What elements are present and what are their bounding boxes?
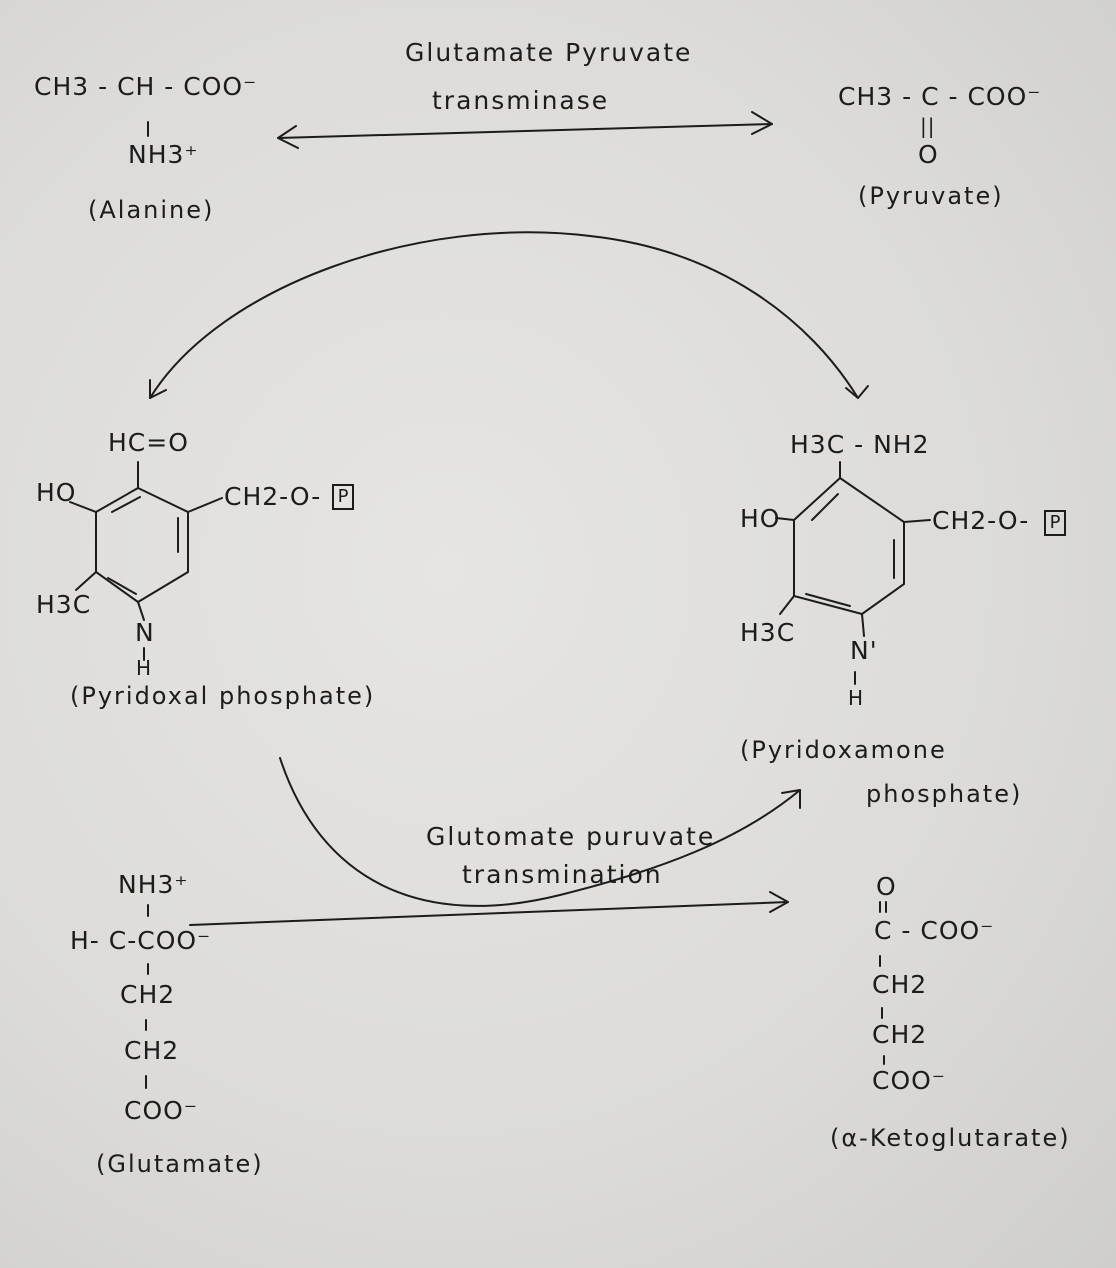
pyridoxamine-methyl: H3C (740, 618, 796, 647)
top-arrowhead-left (277, 125, 299, 149)
pyridoxamine-side-chain: CH2-O- (932, 506, 1030, 535)
pyridoxamine-amine: H3C - NH2 (790, 430, 930, 459)
top-enzyme-line1: Glutamate Pyruvate (405, 38, 693, 67)
pyridoxal-methyl: H3C (36, 590, 92, 619)
glutamate-amine: NH3⁺ (118, 870, 189, 899)
ketoglutarate-ch2-a: CH2 (872, 970, 928, 999)
glutamate-alpha-carbon: H- C-COO⁻ (70, 926, 212, 955)
pyridoxamine-hydrogen: H (848, 686, 865, 710)
pyridoxal-aldehyde: HC=O (108, 428, 189, 457)
alanine-formula: CH3 - CH - COO⁻ (34, 72, 258, 101)
bottom-reaction-arrow (189, 901, 789, 926)
alanine-amine: NH3⁺ (128, 140, 199, 169)
pyruvate-carbonyl-bond: || (920, 114, 936, 138)
glutamate-ch2-b: CH2 (124, 1036, 180, 1065)
pyridoxamine-hydroxyl: HO (740, 504, 781, 533)
curve-alanine-to-pyridoxal (149, 231, 591, 399)
pyridoxamine-ring (793, 476, 905, 616)
top-enzyme-line2: transminase (432, 86, 610, 115)
pyruvate-oxygen: O (918, 140, 939, 169)
glutamate-name: (Glutamate) (96, 1150, 264, 1178)
pyridoxamine-phosphate-box: P (1044, 510, 1066, 536)
pyridoxamine-nitrogen: N' (850, 636, 878, 665)
ketoglutarate-name: (α-Ketoglutarate) (830, 1124, 1071, 1152)
top-reaction-arrow (277, 123, 773, 139)
pyridoxal-side-chain: CH2-O- (224, 482, 322, 511)
ketoglutarate-oxygen: O (876, 872, 897, 901)
curve-arrowhead-left (149, 379, 167, 399)
pyridoxal-name: (Pyridoxal phosphate) (70, 682, 376, 710)
bottom-arrowhead (769, 891, 789, 913)
curve-to-pyridoxamine (589, 235, 859, 399)
pyruvate-formula: CH3 - C - COO⁻ (838, 82, 1042, 111)
pyridoxal-hydroxyl: HO (36, 478, 77, 507)
curve-bottom-arrowhead (781, 789, 801, 809)
bottom-enzyme-line1: Glutomate puruvate (426, 822, 716, 851)
pyridoxamine-name-line1: (Pyridoxamone (740, 736, 947, 764)
curve-bottom-transamination (279, 757, 801, 907)
alanine-name: (Alanine) (88, 196, 215, 224)
top-arrowhead-right (751, 111, 773, 135)
ketoglutarate-keto: C - COO⁻ (874, 916, 995, 945)
ketoglutarate-ch2-b: CH2 (872, 1020, 928, 1049)
pyridoxamine-name-line2: phosphate) (866, 780, 1023, 808)
ketoglutarate-carboxyl: COO⁻ (872, 1066, 947, 1095)
pyridoxal-phosphate-box: P (332, 484, 354, 510)
curve-arrowhead-right (845, 385, 869, 399)
pyridoxal-nitrogen: N (135, 618, 155, 647)
bottom-enzyme-line2: transmination (462, 860, 663, 889)
pyridoxal-ring (95, 486, 189, 604)
glutamate-carboxyl: COO⁻ (124, 1096, 199, 1125)
glutamate-ch2-a: CH2 (120, 980, 176, 1009)
pyruvate-name: (Pyruvate) (858, 182, 1004, 210)
pyridoxal-hydrogen: H (136, 656, 153, 680)
